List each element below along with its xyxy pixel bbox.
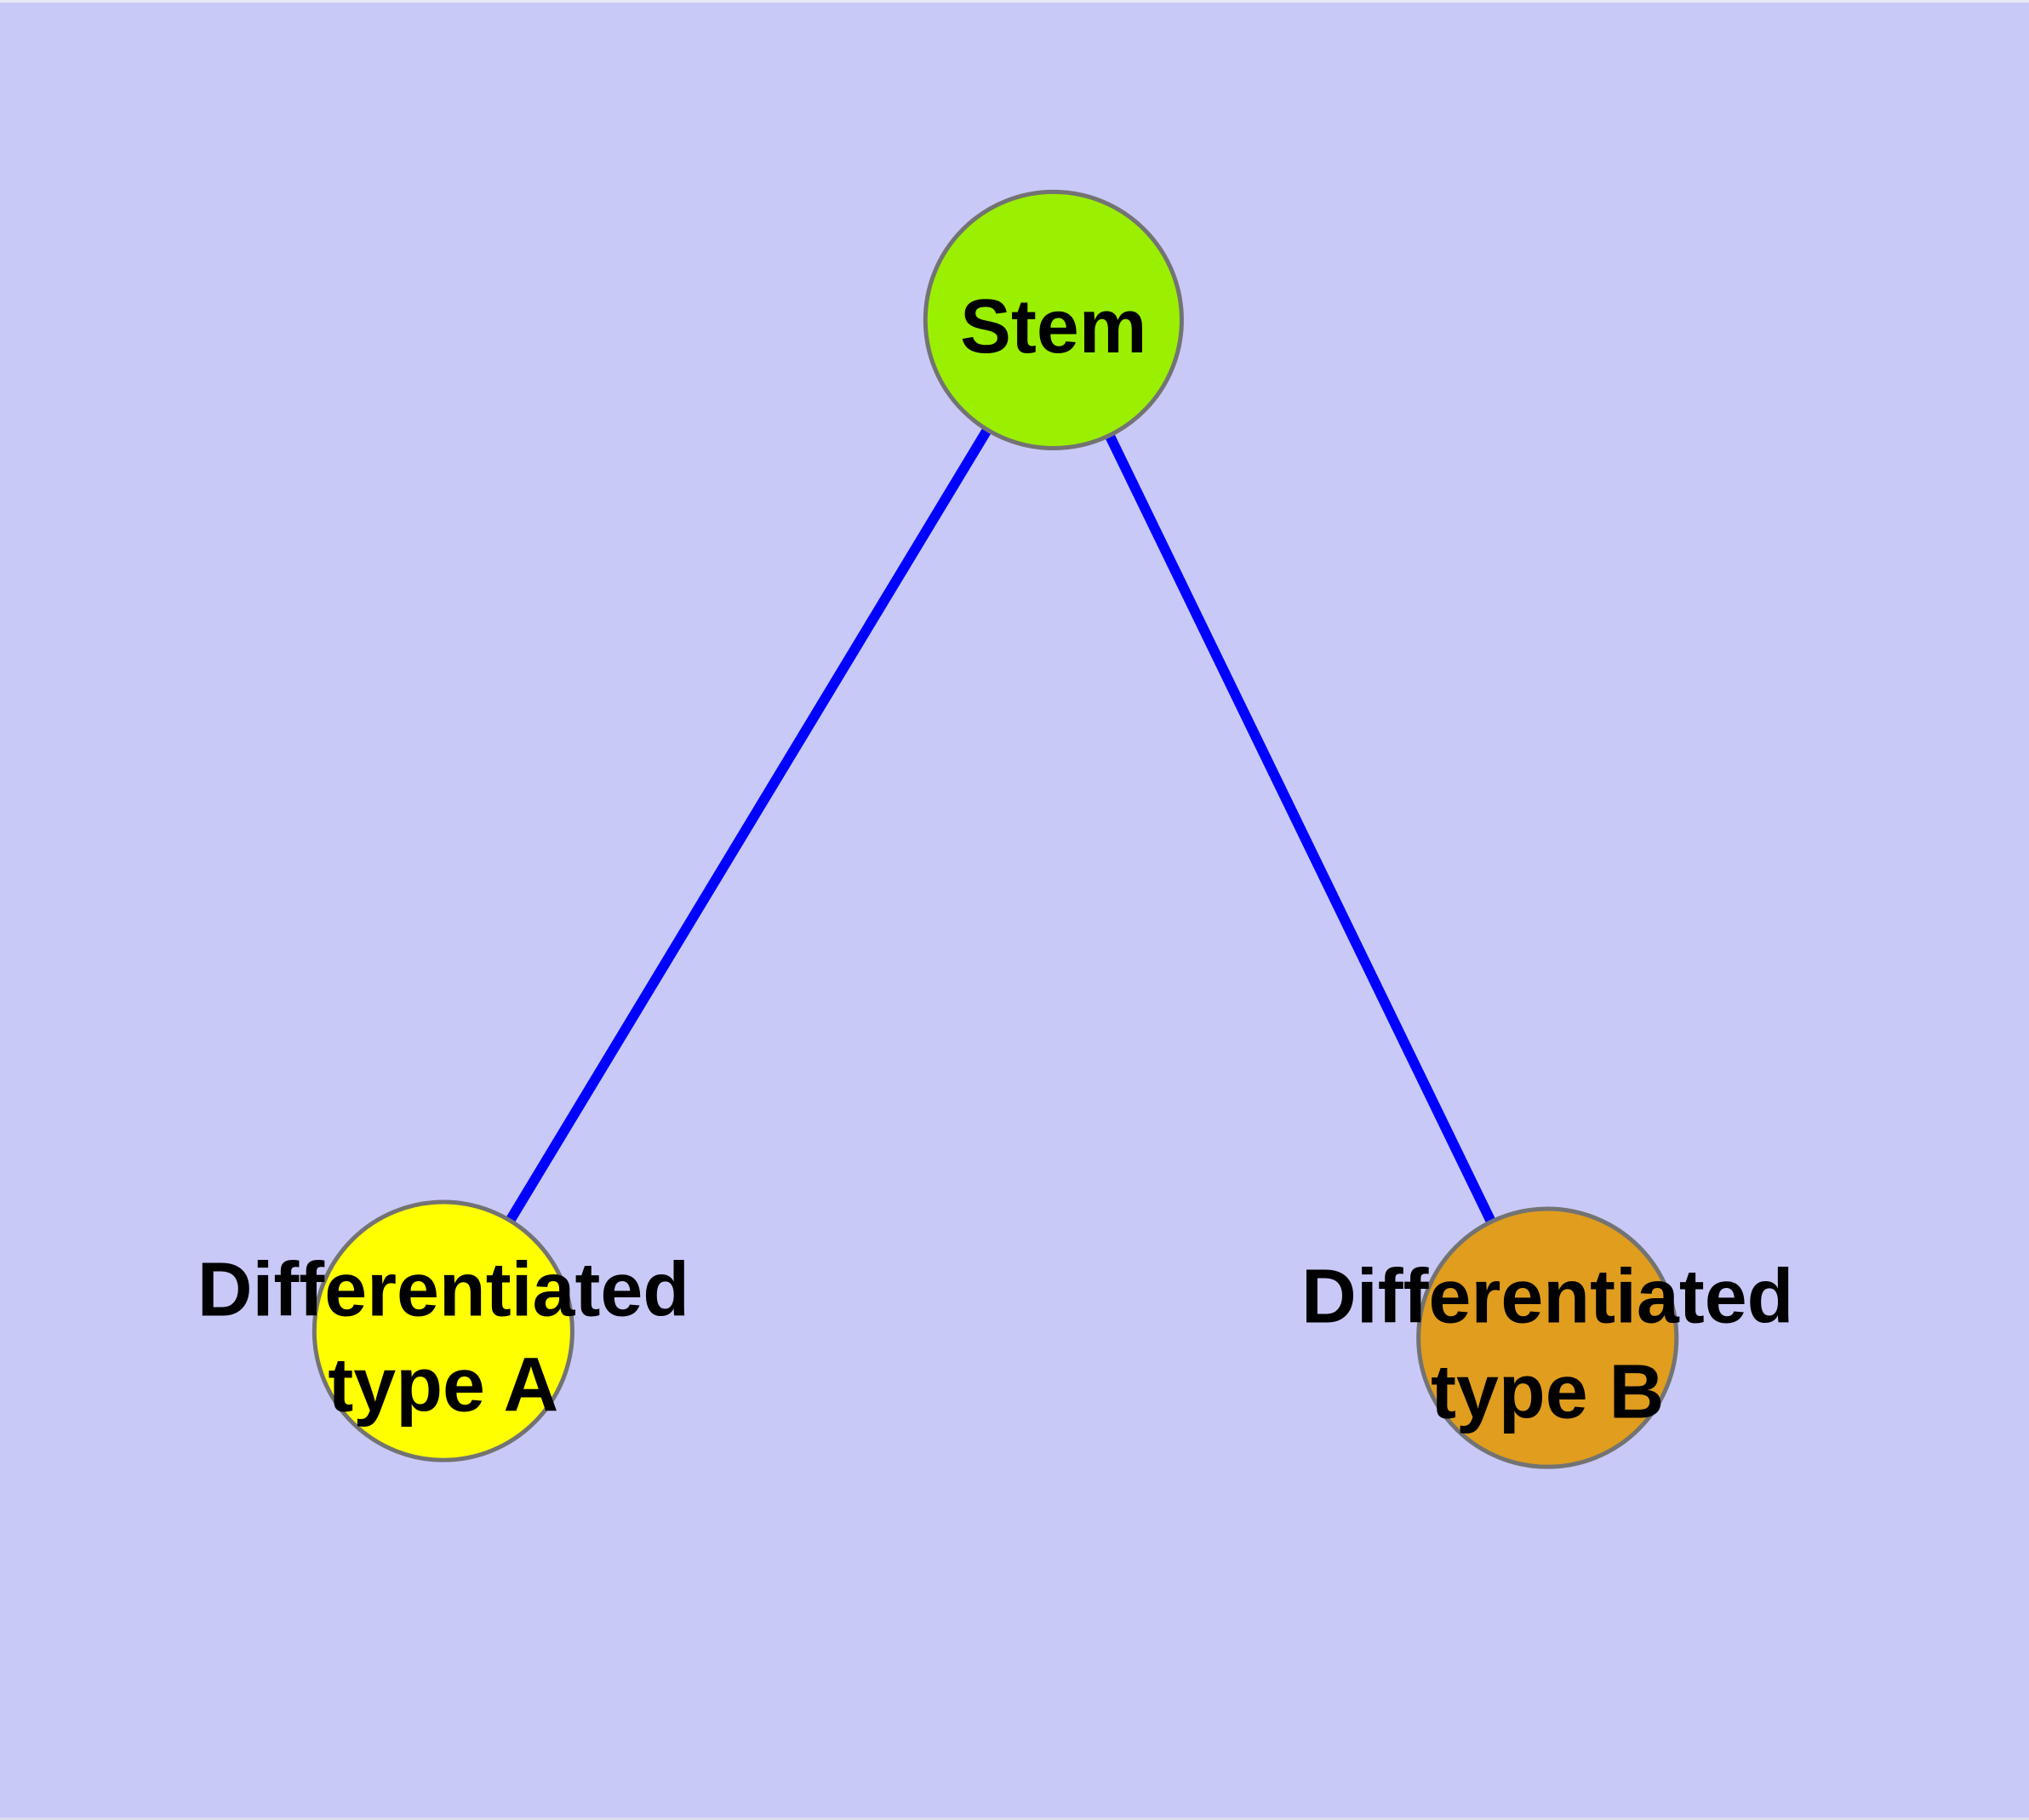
node-diff-a-label-line-2: type A	[328, 1342, 558, 1428]
node-diff-b-label-line-2: type B	[1431, 1349, 1664, 1434]
node-stem	[923, 189, 1184, 451]
node-diff-b-label-line-1: Differentiated	[1301, 1255, 1793, 1340]
node-stem-label-line-1: Stem	[960, 284, 1146, 369]
edge-stem-diff-a	[438, 317, 1058, 1334]
edge-stem-diff-b	[1049, 318, 1552, 1341]
node-diff-b	[1416, 1206, 1679, 1469]
node-diff-a	[311, 1199, 574, 1462]
node-diff-a-label-line-1: Differentiated	[197, 1248, 689, 1333]
